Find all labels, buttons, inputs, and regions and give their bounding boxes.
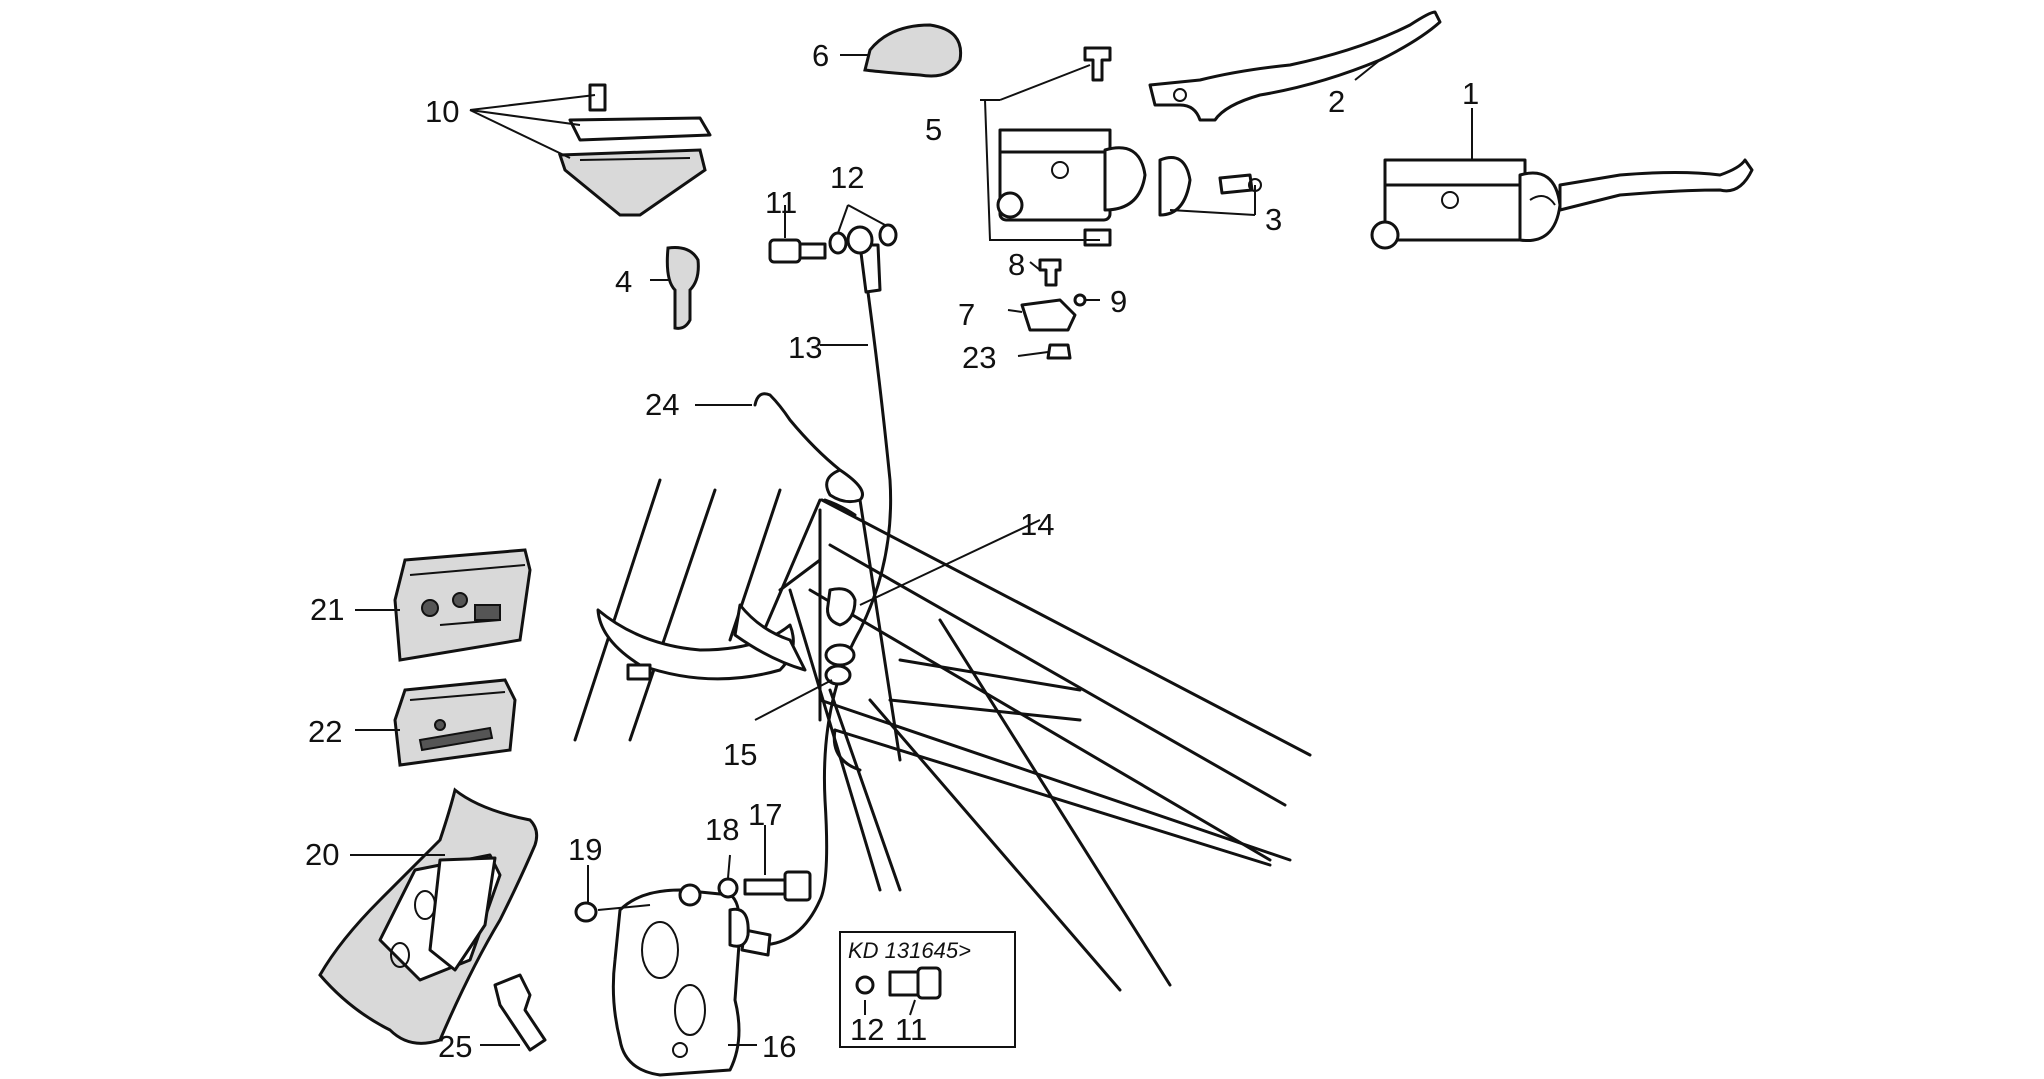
callout-15: 15 [723,737,757,772]
callout-14: 14 [1020,507,1054,542]
callout-4: 4 [615,264,632,299]
callout-19: 19 [568,832,602,867]
callout-12: 12 [830,160,864,195]
callout-1: 1 [1462,76,1479,111]
repair-kit-bag [393,548,532,662]
callout-3: 3 [1265,202,1282,237]
callout-7: 7 [958,297,975,332]
callout-9: 9 [1110,284,1127,319]
master-cylinder-assembly [1370,158,1754,250]
callout-numbers: 1 2 3 4 5 6 7 8 9 10 11 12 13 14 15 16 1… [305,38,1479,1064]
callout-23: 23 [962,340,996,375]
pad-spring [493,973,547,1052]
callout-24: 24 [645,387,679,422]
frame-tubes [573,478,1312,992]
callout-21: 21 [310,592,344,627]
rubber-boot [863,23,963,78]
callout-25: 25 [438,1029,472,1064]
callout-10: 10 [425,94,459,129]
kd-inset: KD 131645> [839,931,1016,1048]
callout-2: 2 [1328,84,1345,119]
callout-5: 5 [925,112,942,147]
callout-6: 6 [812,38,829,73]
brake-hose [758,268,893,947]
callout-11: 11 [765,185,797,220]
hose-clip [753,392,864,504]
callout-12-inset: 12 [850,1012,884,1047]
callout-18: 18 [705,812,739,847]
callout-16: 16 [762,1029,796,1064]
seal-kit-bag [393,678,517,767]
brake-caliper [611,883,750,1077]
banjo-bolt-group [768,223,898,264]
brake-switch [1020,258,1087,360]
bleeder-cap [665,246,700,330]
brake-lever [1148,10,1442,122]
callout-13: 13 [788,330,822,365]
caliper-bolts [574,870,812,923]
leader-lines [350,54,1473,1046]
callout-11-inset: 11 [895,1012,927,1047]
master-cylinder-body [996,46,1262,247]
grommets [824,587,857,686]
reservoir-cap [557,83,712,217]
callout-20: 20 [305,837,339,872]
callout-22: 22 [308,714,342,749]
callout-17: 17 [748,797,782,832]
callout-8: 8 [1008,247,1025,282]
brake-pads-bag [318,787,539,1045]
kd-inset-label: KD 131645> [848,938,971,963]
